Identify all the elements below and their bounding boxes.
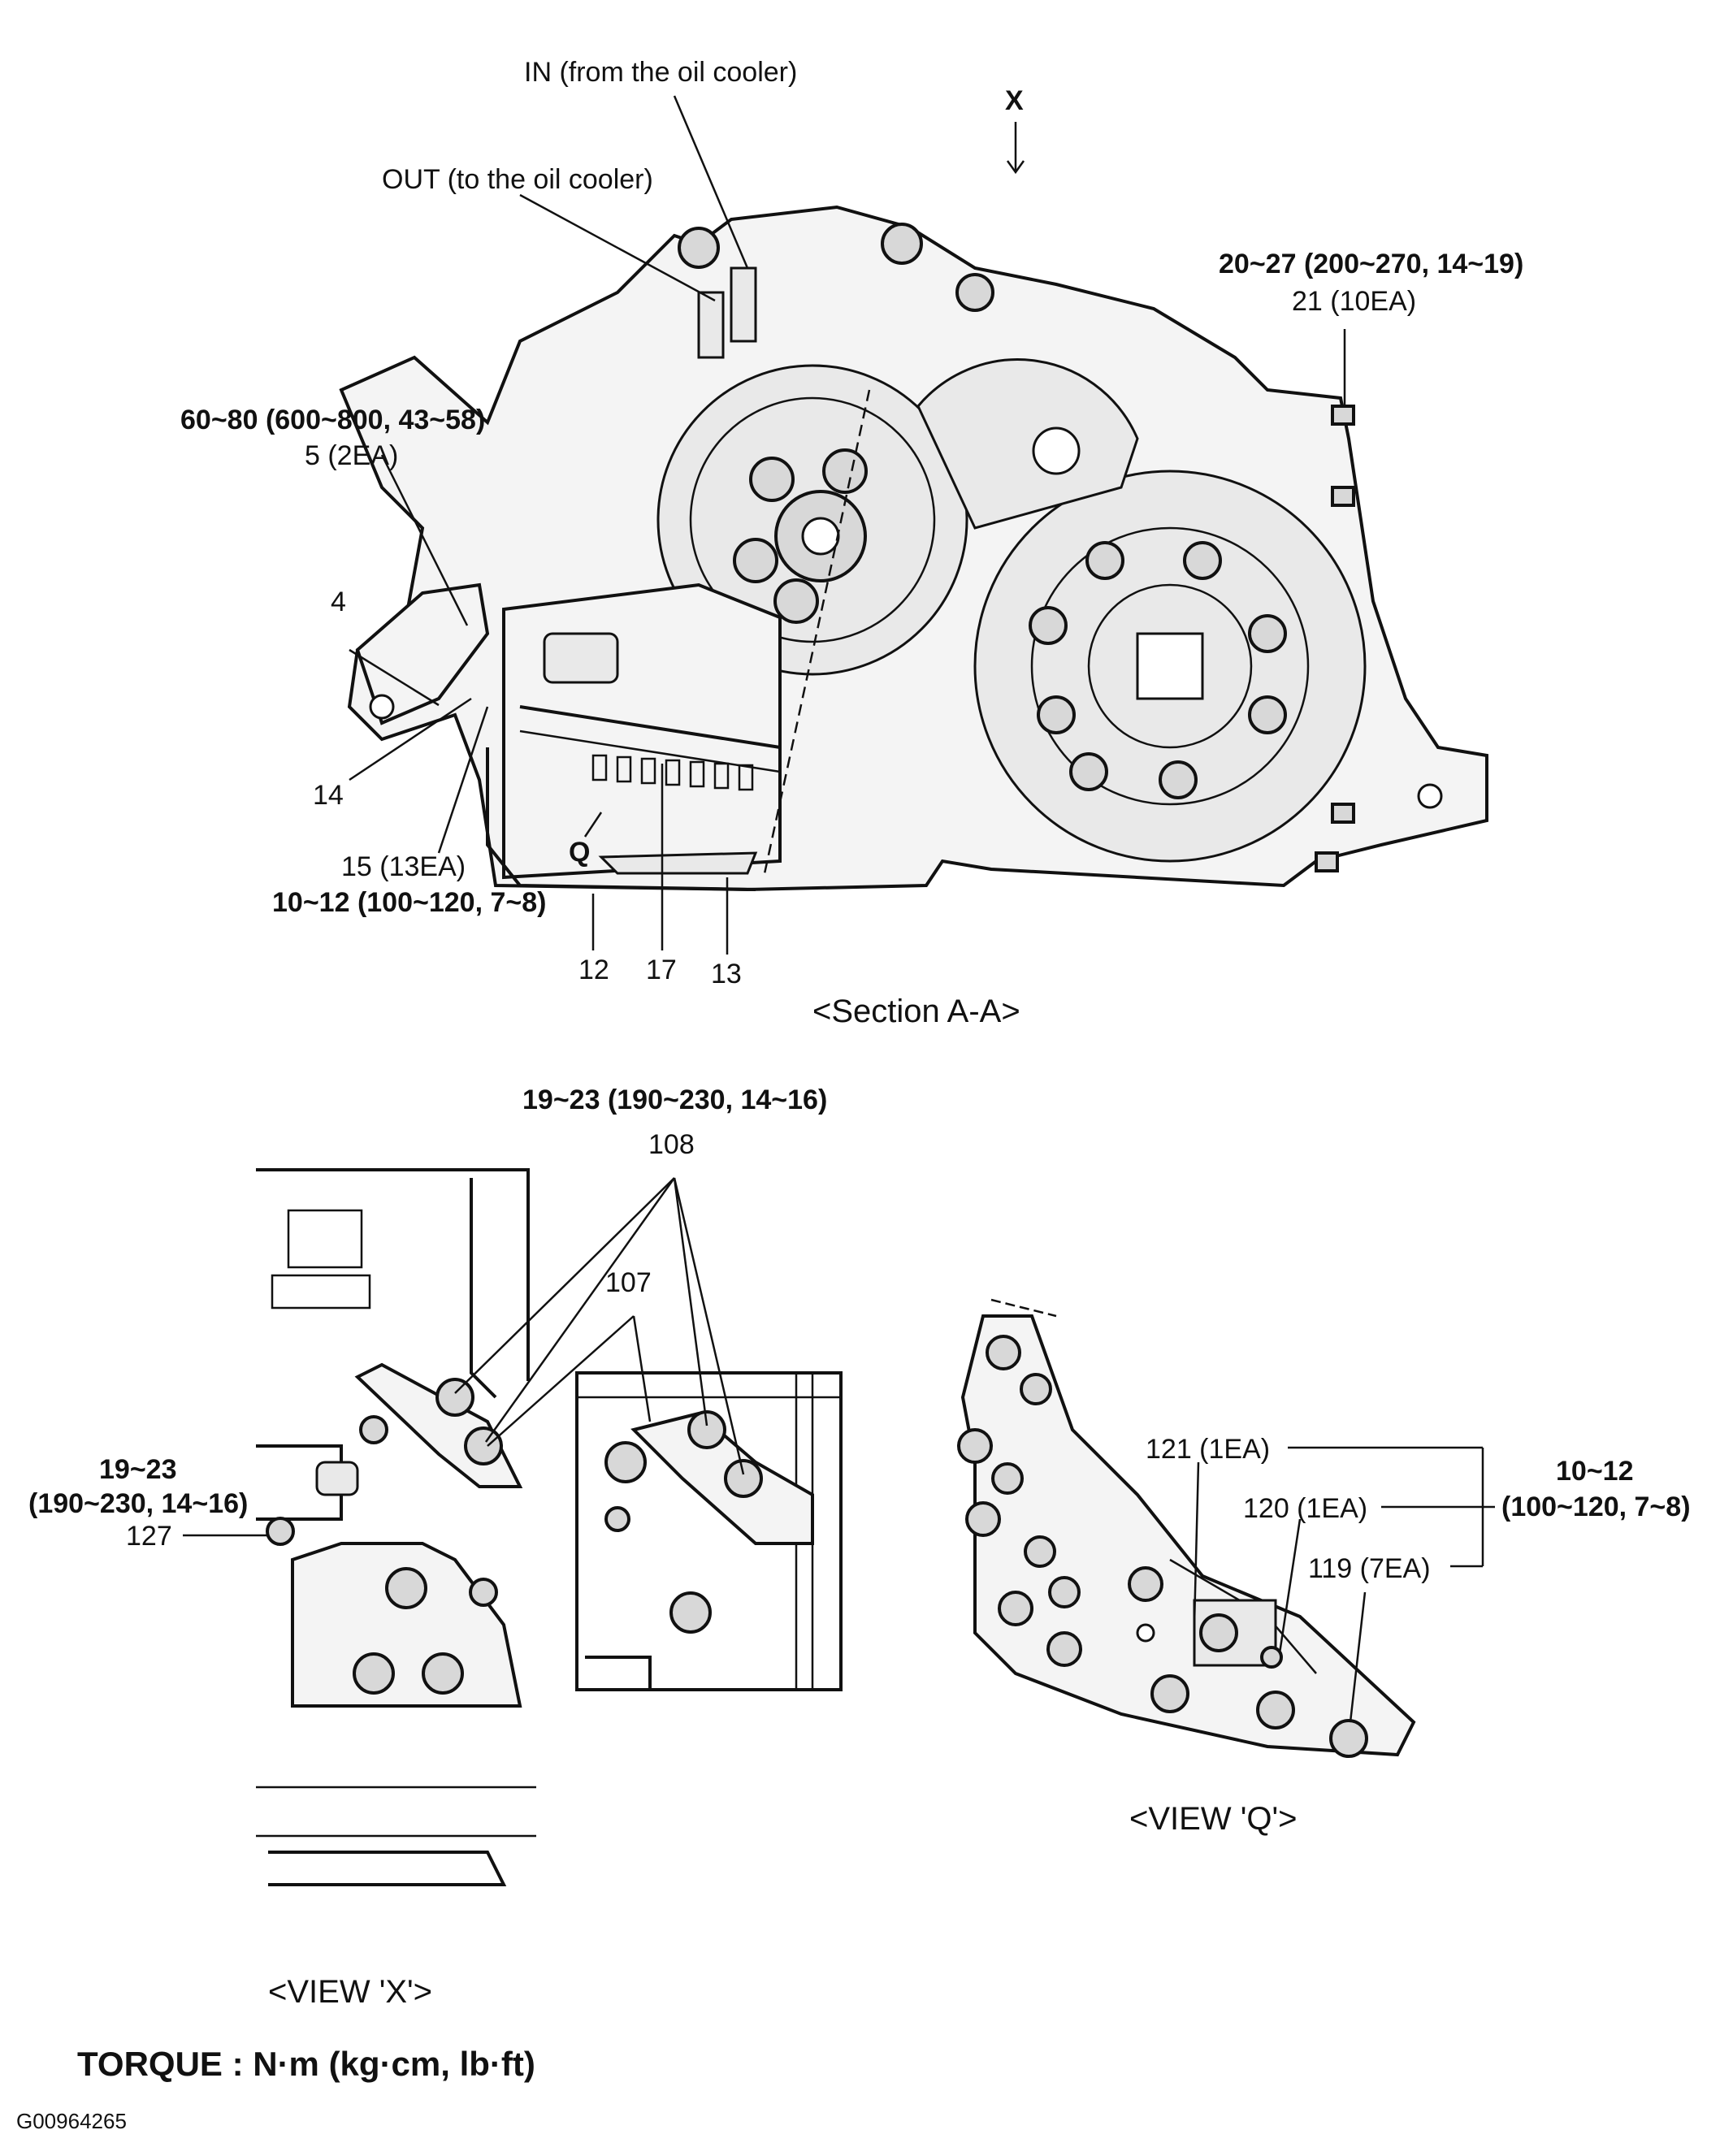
valve-body: [502, 582, 782, 880]
part-12-label: 12: [578, 955, 609, 985]
view-q-bolts: [957, 1335, 1368, 1758]
solenoid: [543, 632, 619, 684]
converter-bolts: [1029, 541, 1287, 799]
top-mount-boss: [678, 227, 720, 269]
mount-bracket-4: [355, 582, 490, 725]
part-5-label: 5 (2EA): [305, 440, 398, 471]
torque-spec-5: 60~80 (600~800, 43~58): [180, 405, 485, 435]
bolt-108-left: [435, 1378, 474, 1417]
view-x-leaders: [183, 1177, 745, 1537]
part-120-label: 120 (1EA): [1243, 1493, 1367, 1524]
housing-bolts-21: [1315, 405, 1355, 872]
gear-bolts: [733, 448, 868, 624]
oil-pump-cover: [916, 358, 1139, 530]
torque-spec-108: 19~23 (190~230, 14~16): [522, 1084, 827, 1115]
view-q-leaders: [1193, 1446, 1495, 1723]
bolt-119: [1329, 1719, 1368, 1758]
torque-units-legend: TORQUE : N·m (kg·cm, lb·ft): [77, 2045, 535, 2083]
view-x-caption: <VIEW 'X'>: [268, 1974, 432, 2010]
torque-spec-15: 10~12 (100~120, 7~8): [272, 887, 546, 918]
gear-ring: [689, 396, 936, 643]
bolt-121: [1199, 1613, 1238, 1652]
torque-converter-hub: [1087, 583, 1253, 749]
bolt-127: [266, 1517, 295, 1546]
torque-converter-ring: [1030, 526, 1310, 806]
part-21-label: 21 (10EA): [1292, 286, 1416, 317]
torque-spec-view-q-line2: (100~120, 7~8): [1501, 1491, 1691, 1522]
part-121-label: 121 (1EA): [1146, 1434, 1270, 1465]
part-17-label: 17: [646, 955, 677, 985]
part-13-label: 13: [711, 959, 742, 989]
part-14-label: 14: [313, 780, 344, 811]
figure-code: G00964265: [16, 2109, 127, 2133]
view-x-mount-plate: [291, 1542, 522, 1708]
part-107-label: 107: [605, 1267, 652, 1298]
part-4-label: 4: [331, 587, 346, 617]
view-q-caption: <VIEW 'Q'>: [1129, 1801, 1297, 1837]
bolt-108-right: [687, 1410, 726, 1449]
out-to-oil-cooler-label: OUT (to the oil cooler): [382, 164, 653, 195]
bolt-120: [1260, 1646, 1283, 1669]
view-x-drawing: [256, 1168, 843, 1886]
oil-cooler-port-out: [697, 291, 725, 359]
section-aa-caption: <Section A-A>: [812, 994, 1020, 1029]
torque-spec-21: 20~27 (200~270, 14~19): [1219, 249, 1523, 279]
section-aa-leaders: [349, 95, 1346, 955]
part-108-label: 108: [648, 1129, 695, 1160]
part-127-label: 127: [126, 1521, 172, 1552]
torque-spec-view-q-line1: 10~12: [1556, 1456, 1634, 1487]
section-aa-drawing: [339, 205, 1488, 892]
torque-spec-127-line1: 19~23: [99, 1454, 177, 1485]
view-q-drawing: [957, 1298, 1416, 1758]
oil-strainer: [598, 851, 758, 875]
valve-slots: [591, 754, 754, 791]
oil-pan: [486, 747, 756, 891]
view-q-marker: Q: [569, 837, 590, 868]
view-x-marker: X: [1005, 85, 1024, 116]
converter-spline: [1136, 632, 1204, 700]
part-119-label: 119 (7EA): [1308, 1553, 1431, 1584]
torque-spec-127-line2: (190~230, 14~16): [28, 1488, 248, 1519]
in-from-oil-cooler-label: IN (from the oil cooler): [524, 57, 797, 88]
part-15-label: 15 (13EA): [341, 851, 466, 882]
oil-cooler-port-in: [730, 266, 757, 343]
